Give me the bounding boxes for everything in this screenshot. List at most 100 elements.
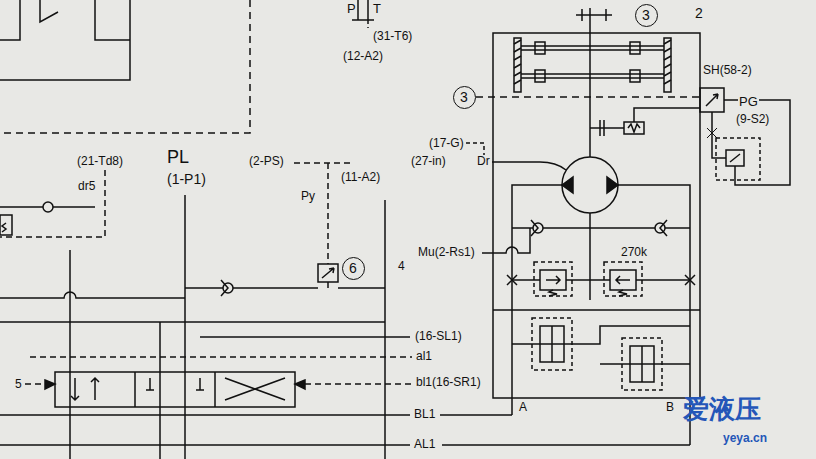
brake [590, 127, 624, 129]
port-label: Py [300, 190, 316, 203]
frame-line [0, 0, 20, 40]
drain-line [0, 215, 12, 235]
line-reference: (11-A2) [340, 171, 381, 184]
line-reference: (2-PS) [248, 155, 285, 168]
brake-valve [716, 138, 760, 180]
line-name: BL1 [413, 408, 436, 421]
shuttle-valve [540, 326, 564, 362]
brake-valve [706, 94, 718, 106]
brake [634, 108, 700, 122]
work-line [0, 444, 690, 446]
gearbox [514, 40, 671, 84]
relief-valve [604, 262, 642, 296]
directional-valve [45, 372, 305, 407]
watermark: 爱液压 [682, 396, 762, 423]
frame-line [95, 0, 130, 40]
brake [600, 120, 604, 136]
port-label: Mu(2-Rs1) [417, 246, 476, 259]
brake [628, 124, 640, 132]
check-valve [531, 220, 667, 236]
reducing-valve [318, 264, 338, 282]
directional-valve [55, 372, 295, 407]
brake-valve [724, 100, 790, 185]
line-reference: (31-T6) [372, 30, 413, 43]
shuttle-valve [630, 346, 654, 382]
gearbox [535, 70, 545, 82]
work-line [0, 415, 690, 445]
relief-valve [534, 262, 572, 296]
callout-number: 2 [694, 6, 704, 21]
port-label: B [665, 401, 675, 414]
port-line [367, 20, 369, 28]
pressure-line [200, 336, 410, 338]
hydraulic-motor [466, 143, 690, 445]
drain-line [0, 170, 105, 237]
hydraulic-motor [512, 185, 562, 415]
brake [590, 108, 700, 136]
pressure-line [69, 250, 71, 459]
callout-circle: 3 [635, 4, 658, 27]
frame-line [0, 0, 250, 133]
line-reference: (16-SL1) [414, 330, 463, 343]
reducing-valve [327, 282, 329, 288]
line-reference: (9-S2) [735, 113, 770, 126]
line-reference: (21-Td8) [76, 155, 124, 168]
port-label: PG [738, 95, 759, 109]
motor-housing [476, 96, 700, 98]
line-name: AL1 [413, 438, 436, 451]
motor-housing [493, 309, 700, 311]
reducing-valve [322, 268, 334, 278]
drain-line [0, 170, 105, 237]
relief-valve [482, 228, 695, 296]
shuttle-valve [512, 318, 690, 390]
line-name: PL [166, 148, 190, 167]
gearbox [589, 8, 591, 157]
watermark: yeya.cn [722, 432, 768, 445]
directional-valve [225, 378, 285, 400]
gearbox [630, 42, 640, 54]
pressure-line [338, 287, 385, 289]
callout-number: 6 [349, 261, 357, 276]
gearbox [576, 9, 612, 21]
brake-valve [726, 150, 744, 166]
hydraulic-motor [618, 185, 690, 445]
brake [624, 122, 644, 134]
hydraulic-motor [589, 213, 591, 300]
frame-line [40, 0, 58, 22]
relief-valve [549, 290, 627, 296]
gearbox [535, 42, 545, 54]
port-label: T [372, 2, 382, 16]
frame-line [0, 0, 130, 80]
pressure-line [185, 287, 318, 289]
shuttle-valve [512, 326, 690, 364]
signal-name: al1 [415, 350, 433, 363]
line-reference: (12-A2) [342, 50, 384, 63]
port-label: Dr [476, 155, 491, 168]
shuttle-valve [540, 326, 564, 362]
directional-valve [146, 378, 204, 390]
port-label: P [346, 2, 357, 16]
line-reference: (27-in) [410, 155, 447, 168]
pressure-line [0, 195, 410, 459]
brake-valve [730, 154, 740, 162]
relief-valve [546, 276, 630, 284]
pilot-line [30, 356, 412, 358]
brake-valve [700, 88, 790, 185]
hydraulic-motor [562, 157, 618, 213]
motor-housing [493, 33, 700, 398]
hydraulic-motor [492, 162, 566, 170]
shuttle-valve [630, 346, 654, 382]
callout-number: 5 [14, 378, 23, 391]
check-valve [512, 220, 690, 236]
drain-line [43, 202, 53, 212]
gearbox [630, 70, 640, 82]
pressure-line [0, 321, 385, 323]
brake-valve [707, 128, 717, 138]
port-label: dr5 [77, 180, 96, 193]
pressure-line [221, 280, 228, 296]
port-label: A [518, 401, 528, 414]
gearbox [514, 8, 671, 157]
valve-label: SH(58-2) [702, 64, 753, 77]
